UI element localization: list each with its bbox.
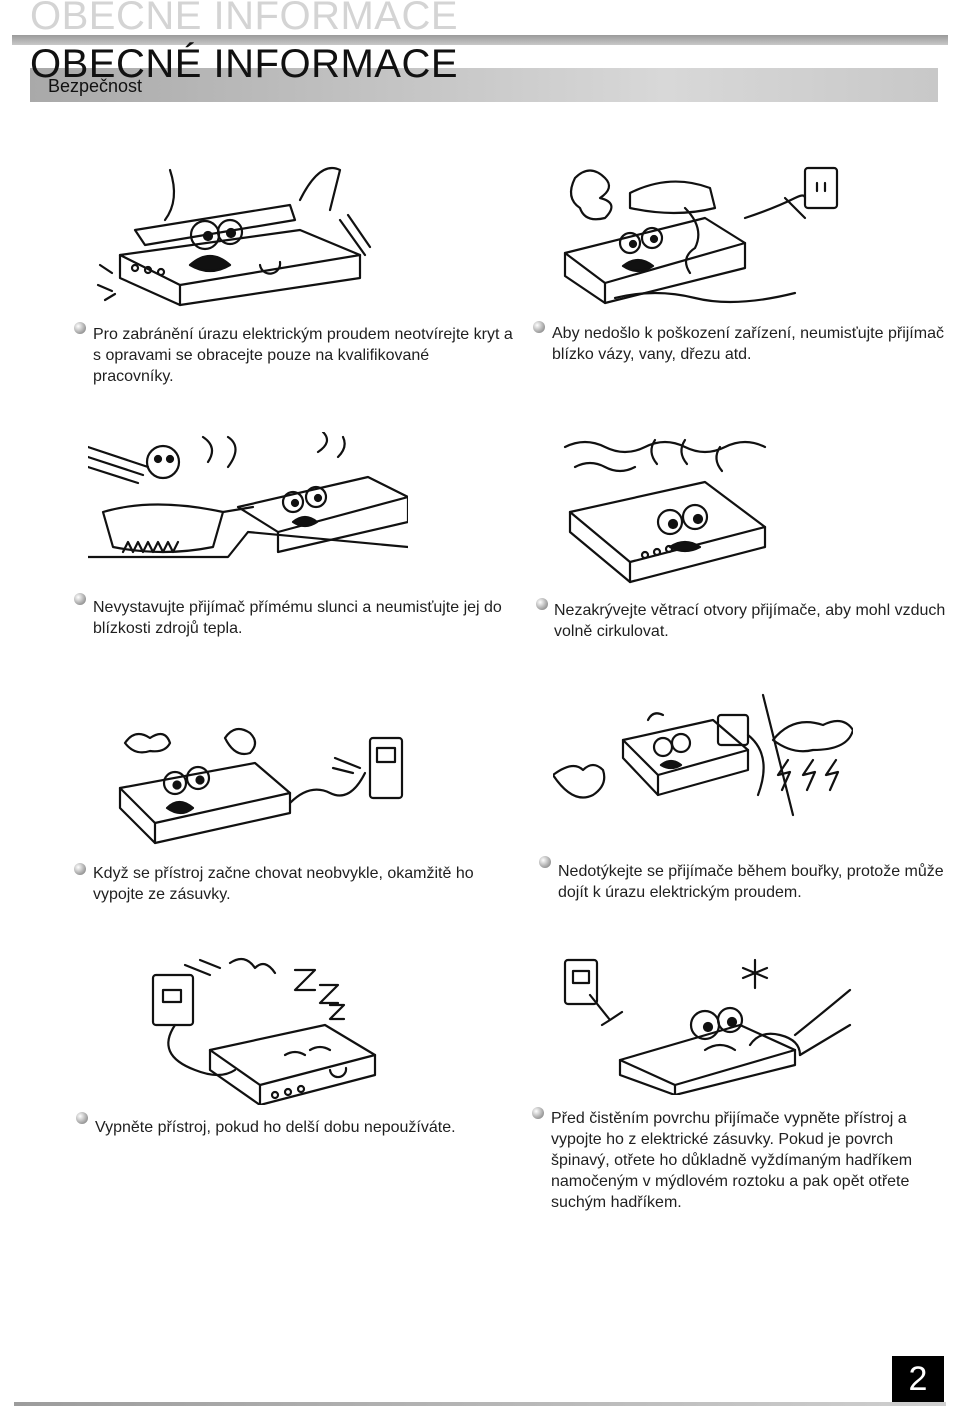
bullet-icon — [539, 856, 551, 868]
safety-caption-2: Aby nedošlo k poškození zařízení, neumis… — [552, 325, 944, 363]
page-title: OBECNÉ INFORMACE — [30, 42, 459, 86]
unplug-illustration — [115, 718, 410, 848]
safety-caption-8: Před čistěním povrchu přijímače vypněte … — [551, 1110, 913, 1211]
bullet-icon — [533, 321, 545, 333]
footer-rule — [14, 1402, 946, 1406]
header-rule — [12, 35, 948, 45]
heat-source-illustration — [88, 432, 408, 562]
bullet-icon — [74, 863, 86, 875]
opening-cover-illustration — [90, 160, 380, 310]
storm-illustration — [553, 690, 853, 820]
subtitle-bar — [30, 68, 938, 102]
bullet-icon — [532, 1107, 544, 1119]
safety-caption-1: Pro zabránění úrazu elektrickým proudem … — [93, 326, 513, 385]
ventilation-illustration — [555, 432, 785, 587]
safety-caption-7: Vypněte přístroj, pokud ho delší dobu ne… — [95, 1119, 456, 1136]
safety-caption-5: Když se přístroj začne chovat neobvykle,… — [93, 865, 474, 903]
section-subtitle: Bezpečnost — [48, 76, 143, 96]
bullet-icon — [74, 593, 86, 605]
page-number: 2 — [892, 1356, 944, 1402]
cleaning-illustration — [560, 955, 855, 1095]
sleeping-device-illustration — [145, 955, 395, 1105]
bullet-icon — [536, 598, 548, 610]
bullet-icon — [76, 1112, 88, 1124]
water-spill-illustration — [555, 158, 845, 308]
safety-caption-3: Nevystavujte přijímač přímému slunci a n… — [93, 599, 502, 637]
header-ghost-title: OBECNÉ INFORMACE — [30, 0, 459, 38]
safety-caption-6: Nedotýkejte se přijímače během bouřky, p… — [558, 863, 944, 901]
bullet-icon — [74, 322, 86, 334]
safety-caption-4: Nezakrývejte větrací otvory přijímače, a… — [554, 602, 946, 640]
